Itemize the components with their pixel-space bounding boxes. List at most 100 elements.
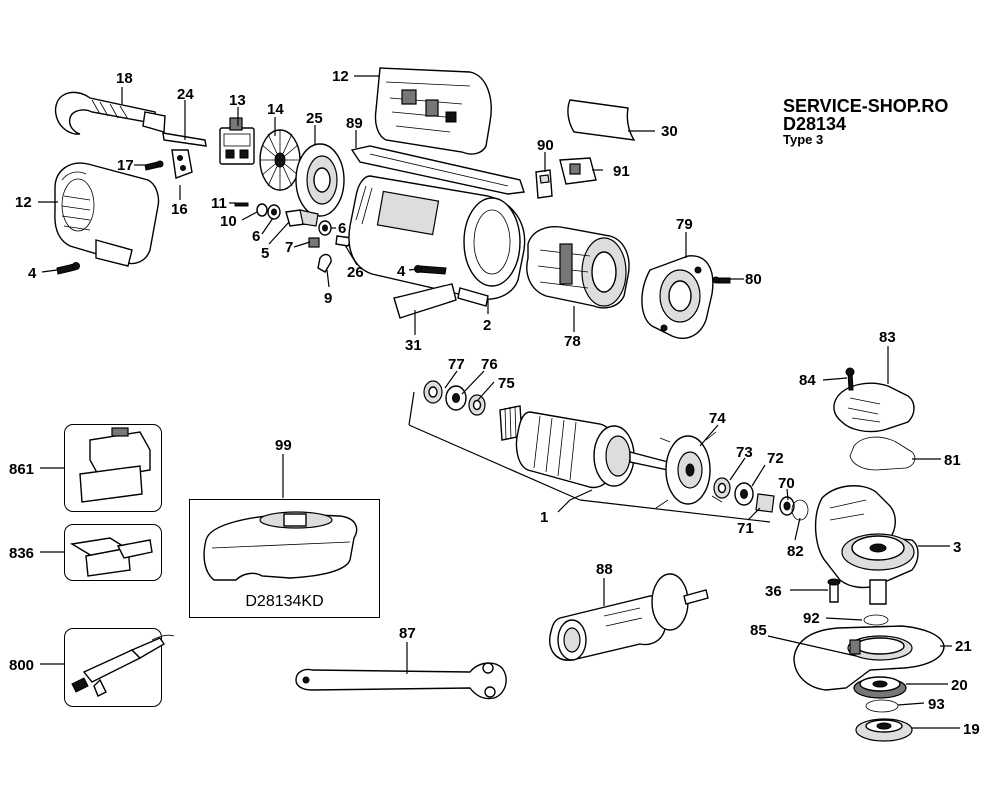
callout-17: 17 [117,157,134,174]
callout-25: 25 [306,110,323,127]
callout-800: 800 [9,657,34,674]
callout-70: 70 [778,475,795,492]
gear-cover-part [833,382,915,433]
actuator-part [535,169,553,199]
kit-box-861-drawing [79,427,151,503]
flange-part [853,676,907,699]
callout-72: 72 [767,450,784,467]
screw-84-part [845,367,855,391]
label-part-30 [567,99,636,141]
switch-part [219,117,255,165]
washer-93-part [865,699,899,713]
callout-92: 92 [803,610,820,627]
callout-10: 10 [220,213,237,230]
callout-2: 2 [483,317,491,334]
callout-14: 14 [267,101,284,118]
armature-fan-part [655,431,723,509]
cutting-guard-part [203,511,358,581]
guard-part [793,625,945,691]
callout-11: 11 [211,195,227,212]
callout-74: 74 [709,410,726,427]
callout-9: 9 [324,290,332,307]
callout-76: 76 [481,356,498,373]
field-part [526,226,630,309]
callout-numbers: 18 24 13 14 25 12 89 30 90 91 17 16 12 1… [9,68,980,738]
callout-13: 13 [229,92,246,109]
callout-77: 77 [448,356,465,373]
gear-case-part [814,485,919,605]
nut-part [855,718,913,742]
callout-12b: 12 [332,68,349,85]
callout-6b: 6 [338,220,346,237]
power-cord-part [54,91,166,135]
bearing-set-left [423,380,486,416]
callout-7: 7 [285,239,293,256]
brand-title: SERVICE-SHOP.RO [783,96,949,116]
screw-80-part [712,276,731,284]
callout-84: 84 [799,372,816,389]
handle-housing-left-part [54,162,160,267]
callout-24: 24 [177,86,194,103]
bearing-set-right [713,477,809,521]
callout-4b: 4 [397,263,406,280]
tray-836-drawing [69,537,153,577]
callout-75: 75 [498,375,515,392]
callout-18: 18 [116,70,133,87]
callout-78: 78 [564,333,581,350]
bearing-plate-part [641,255,714,339]
gasket-part [849,436,916,471]
callout-85: 85 [750,622,767,639]
handle-800-drawing [71,634,175,697]
callout-20: 20 [951,677,968,694]
callout-16: 16 [171,201,188,218]
type-label: Type 3 [783,132,824,147]
callout-71: 71 [737,520,754,537]
callout-79: 79 [676,216,693,233]
callout-861: 861 [9,461,34,478]
callout-5: 5 [261,245,269,262]
callout-88: 88 [596,561,613,578]
callout-90: 90 [537,137,554,154]
callout-1: 1 [540,509,548,526]
callout-19: 19 [963,721,980,738]
callout-99: 99 [275,437,292,454]
screw-36-part [827,578,841,603]
slide-bar-part [350,145,525,195]
callout-80: 80 [745,271,762,288]
callout-93: 93 [928,696,945,713]
callout-31: 31 [405,337,422,354]
washer-92-part [863,614,889,626]
callout-73: 73 [736,444,753,461]
callout-30: 30 [661,123,678,140]
callout-26: 26 [347,264,364,281]
screw-4b-part [414,265,447,275]
model-number: D28134 [783,114,847,134]
callout-836: 836 [9,545,34,562]
screw-17-part [144,160,164,171]
side-handle-part [549,573,709,661]
callout-91: 91 [613,163,630,180]
label-part-31 [393,283,457,319]
callout-36: 36 [765,583,782,600]
clip-part [171,149,193,179]
spanner-part [295,662,507,700]
kit-frame: D28134KD [189,499,380,618]
screw-4a-part [56,262,80,275]
small-parts [234,202,354,273]
baffle-part [295,143,345,217]
callout-6a: 6 [252,228,260,245]
callout-81: 81 [944,452,961,469]
kit-label: D28134KD [245,593,324,610]
armature-part [499,405,669,489]
callout-4a: 4 [28,265,37,282]
module-part [559,157,597,185]
callout-89: 89 [346,115,363,132]
handle-housing-right-part [374,67,492,155]
callout-3: 3 [953,539,961,556]
callout-21: 21 [955,638,972,655]
callout-87: 87 [399,625,416,642]
callout-12a: 12 [15,194,32,211]
callout-82: 82 [787,543,804,560]
